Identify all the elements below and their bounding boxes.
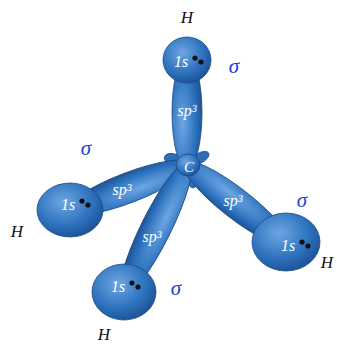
orbital-label: 1s [281,238,295,254]
hybrid-label: sp³ [177,103,196,119]
orbital-shape [163,37,211,83]
orbital-shape [252,213,320,271]
s-orbital: H1s [90,262,158,322]
hybrid-label: sp³ [142,229,161,245]
bond-label: σ [171,278,181,299]
carbon-core: C [174,152,202,178]
bond-label: σ [297,190,307,211]
atom-label: C [184,160,194,175]
s-orbital: H1s [35,181,105,239]
h-label: H [321,254,333,271]
hybrid-label: sp³ [112,182,131,198]
bond-label: σ [81,138,91,159]
bond-label: σ [229,56,239,77]
orbital-shape [176,154,200,176]
orbital-label: 1s [111,279,125,295]
electron-dot [135,284,140,289]
electron-dot [299,239,304,244]
electron-dot [85,202,90,207]
hybrid-label: sp³ [223,193,242,209]
orbital-label: 1s [61,197,75,213]
orbital-shape [37,183,103,237]
h-label: H [181,9,193,26]
s-orbital: H1s [161,35,213,85]
electron-dot [198,59,203,64]
electron-dot [192,55,197,60]
electron-dot [305,243,310,248]
h-label: H [11,223,23,240]
orbital-label: 1s [174,54,188,70]
electron-dot [129,280,134,285]
s-orbital: H1s [250,211,322,273]
orbital-shape [92,264,156,320]
electron-dot [79,198,84,203]
h-label: H [98,326,110,343]
